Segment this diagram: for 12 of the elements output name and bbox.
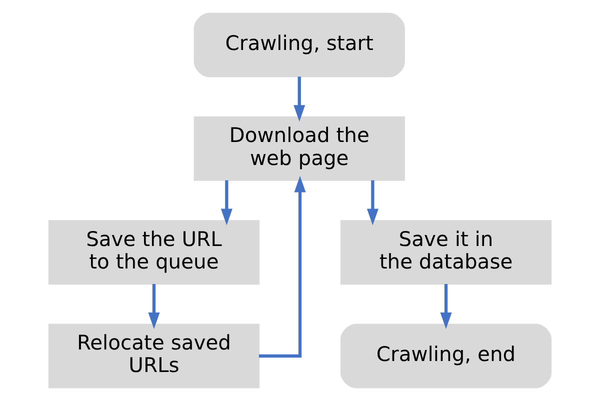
arrow	[148, 284, 160, 329]
arrow	[258, 176, 306, 358]
arrow	[440, 284, 452, 329]
arrow	[220, 180, 232, 226]
node-box: Crawling, end	[340, 324, 552, 388]
node-box: Save the URL to the queue	[48, 220, 260, 285]
arrow	[293, 76, 305, 122]
node-box: Crawling, start	[193, 12, 404, 78]
arrow	[366, 180, 378, 226]
node-box: Save it in the database	[340, 220, 552, 285]
node-box: Relocate saved URLs	[48, 324, 260, 388]
node-box: Download the web page	[193, 116, 404, 181]
